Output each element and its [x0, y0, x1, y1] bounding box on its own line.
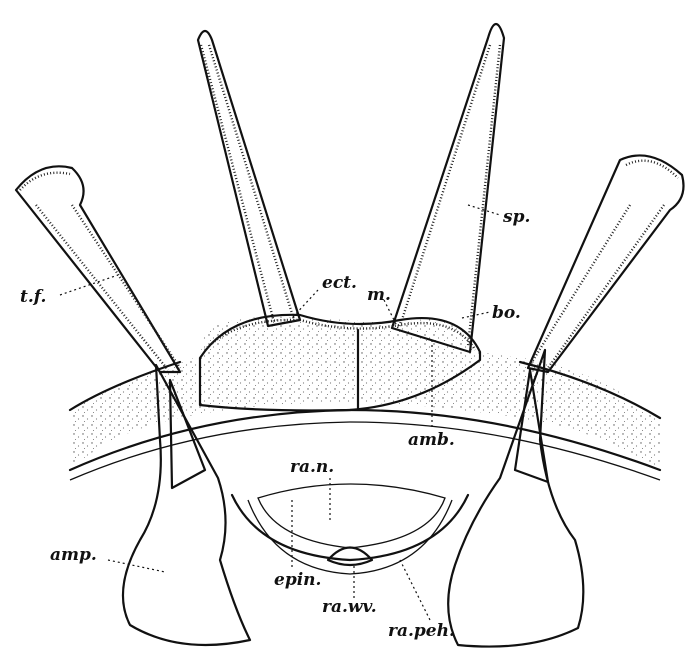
- leader-bo: [462, 312, 490, 318]
- right-spine: [392, 24, 504, 352]
- label-sp: sp.: [502, 207, 530, 227]
- right-tube-foot: [528, 155, 684, 372]
- label-bo: bo.: [492, 303, 521, 323]
- perihaemal-canal: [248, 500, 452, 574]
- label-m: m.: [367, 285, 391, 305]
- label-ran: ra.n.: [290, 457, 334, 477]
- label-amp: amp.: [50, 545, 97, 565]
- leader-tf: [60, 275, 118, 295]
- radial-water-vessel: [328, 548, 372, 566]
- radial-nerve-band: [258, 484, 445, 548]
- label-rapeh: ra.peh.: [388, 621, 455, 641]
- right-spine-ectoderm: [400, 45, 500, 346]
- left-tube-foot-head: [20, 173, 180, 370]
- label-epin: epin.: [274, 570, 321, 590]
- label-amb: amb.: [408, 430, 455, 450]
- leader-amp: [108, 560, 165, 572]
- label-ect: ect.: [322, 273, 357, 293]
- leader-rapeh: [400, 560, 430, 620]
- left-spine: [198, 31, 300, 326]
- label-tf: t.f.: [20, 287, 46, 307]
- left-tube-foot: [16, 166, 180, 372]
- epineural-canal: [232, 495, 468, 560]
- right-tube-foot-head: [530, 161, 678, 368]
- label-rawv: ra.wv.: [322, 597, 377, 617]
- left-spine-ectoderm: [201, 45, 294, 322]
